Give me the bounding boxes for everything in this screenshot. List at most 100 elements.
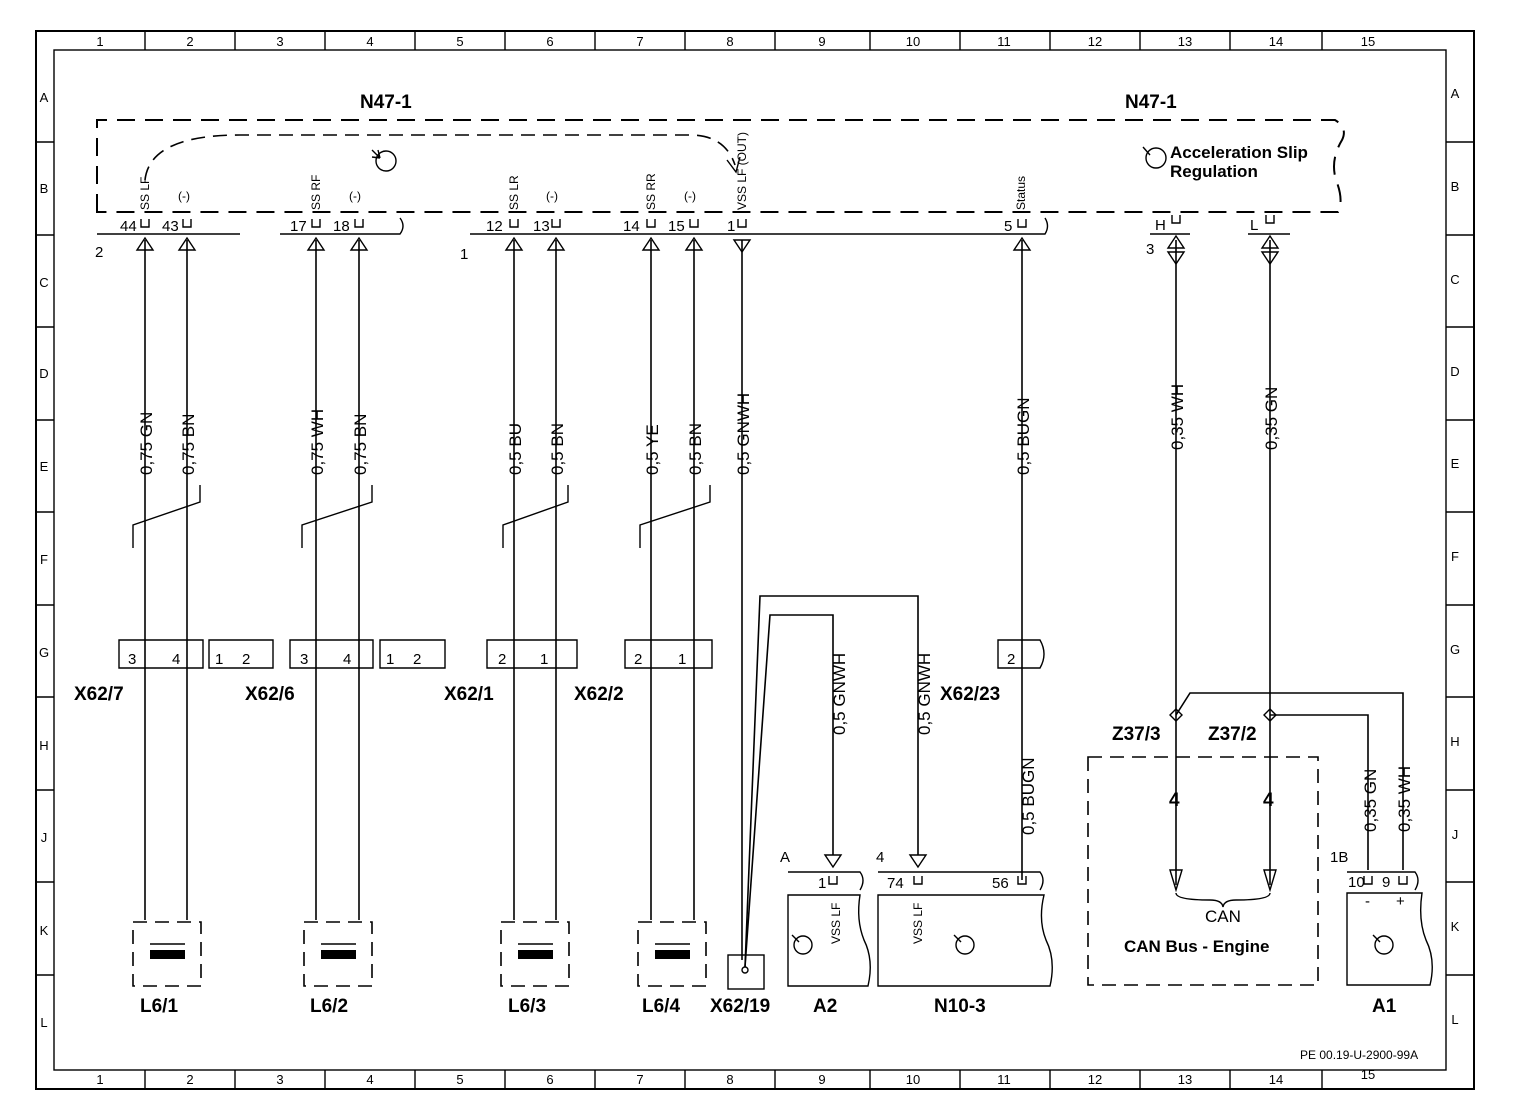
col-label: 7 xyxy=(636,1072,643,1087)
wheel-sensor-l6-3: L6/3 xyxy=(500,921,570,1017)
pin-signal: SS LF xyxy=(138,177,152,210)
x62-pin: 3 xyxy=(300,651,308,668)
wire-label: 0,5 BN xyxy=(686,423,705,475)
row-label: J xyxy=(1452,827,1459,842)
a1-pin-10: 10 xyxy=(1348,874,1365,891)
col-label: 5 xyxy=(456,1072,463,1087)
wire-label: 0,75 GN xyxy=(137,412,156,475)
pin-signal: SS RR xyxy=(644,173,658,210)
row-label: C xyxy=(39,275,48,290)
row-label: E xyxy=(1451,456,1460,471)
x62-pin: 3 xyxy=(128,651,136,668)
connector-pin-H: H xyxy=(1155,217,1166,234)
pin-number: 1 xyxy=(727,218,735,235)
row-label: K xyxy=(40,923,49,938)
column-labels-top: 1 2 3 4 5 6 7 8 9 10 11 12 13 14 15 xyxy=(96,34,1375,49)
col-label: 15 xyxy=(1361,34,1375,49)
wire-labels: 0,75 GN 0,75 BN 0,75 WH 0,75 BN 0,5 BU 0… xyxy=(137,384,1281,475)
col-label: 2 xyxy=(186,34,193,49)
a1-plus: + xyxy=(1396,893,1405,910)
x62-7-label: X62/7 xyxy=(74,684,124,705)
branch-wire-a2 xyxy=(744,614,834,968)
n47-pins: 44 SS LF 43 (-) 17 SS RF 18 (-) 12 SS LR… xyxy=(120,132,1028,235)
row-labels-left: A B C D E F G H J K L xyxy=(39,90,49,1030)
col-label: 8 xyxy=(726,1072,733,1087)
x62-connectors xyxy=(118,639,1045,669)
component-n10-3: 4 74 56 VSS LF N10-3 xyxy=(876,849,1053,1017)
col-label: 2 xyxy=(186,1072,193,1087)
internal-signal-arrowhead xyxy=(726,156,741,174)
can-pin-left: 4 xyxy=(1169,790,1180,811)
z37-2-label: Z37/2 xyxy=(1208,724,1257,745)
row-label: H xyxy=(39,738,48,753)
col-label: 7 xyxy=(636,34,643,49)
document-reference: PE 00.19-U-2900-99A xyxy=(1300,1048,1418,1062)
col-label: 12 xyxy=(1088,34,1102,49)
wire-label: 0,5 BN xyxy=(548,423,567,475)
x62-23-label: X62/23 xyxy=(940,684,1000,705)
pin-number: 14 xyxy=(623,218,640,235)
col-label: 1 xyxy=(96,34,103,49)
pin-signal: (-) xyxy=(546,189,558,203)
column-labels-bottom: 1 2 3 4 5 6 7 8 9 10 11 12 13 14 15 xyxy=(96,1067,1375,1087)
outer-frame xyxy=(35,30,1475,1090)
a1-connector: 1B xyxy=(1330,849,1348,866)
row-ticks xyxy=(36,141,1474,976)
wire-label: 0,35 GN xyxy=(1262,387,1281,450)
col-label: 9 xyxy=(818,1072,825,1087)
col-label: 13 xyxy=(1178,34,1192,49)
col-label: 6 xyxy=(546,1072,553,1087)
pin-number: 5 xyxy=(1004,218,1012,235)
wire-label: 0,5 BUGN xyxy=(1014,398,1033,475)
row-label: D xyxy=(39,366,48,381)
x62-pin: 2 xyxy=(1007,651,1015,668)
row-label: G xyxy=(1450,642,1460,657)
col-label: 3 xyxy=(276,34,283,49)
z37-3-label: Z37/3 xyxy=(1112,724,1161,745)
x62-pin: 2 xyxy=(242,651,250,668)
pin-signal: (-) xyxy=(178,189,190,203)
wheel-sensor-l6-1: L6/1 xyxy=(132,921,202,1017)
pin-number: 18 xyxy=(333,218,350,235)
pin-number: 44 xyxy=(120,218,137,235)
x62-2-label: X62/2 xyxy=(574,684,624,705)
n47-label-right: N47-1 xyxy=(1125,92,1177,113)
col-label: 10 xyxy=(906,1072,920,1087)
x62-pin: 2 xyxy=(498,651,506,668)
wheel-sensor-l6-4: L6/4 xyxy=(637,921,707,1017)
control-unit-icon xyxy=(371,149,397,172)
sensor-label: L6/4 xyxy=(642,996,680,1017)
col-label: 11 xyxy=(997,1072,1011,1087)
can-bus-box xyxy=(1087,756,1319,986)
row-label: J xyxy=(41,830,48,845)
x62-labels: X62/7 X62/6 X62/1 X62/2 X62/23 X62/19 xyxy=(74,684,1000,1017)
pin-number: 13 xyxy=(533,218,550,235)
connector-number-3: 3 xyxy=(1146,241,1154,258)
x62-pin: 4 xyxy=(343,651,351,668)
row-label: F xyxy=(1451,549,1459,564)
col-label: 4 xyxy=(366,34,373,49)
x62-pin: 2 xyxy=(413,651,421,668)
row-label: B xyxy=(1451,179,1460,194)
row-label: B xyxy=(40,181,49,196)
col-label: 1 xyxy=(96,1072,103,1087)
n10-label: N10-3 xyxy=(934,996,986,1017)
lower-wire-label: 0,5 BUGN xyxy=(1019,758,1038,835)
sensor-label: L6/1 xyxy=(140,996,178,1017)
x62-pin: 4 xyxy=(172,651,180,668)
asr-icon xyxy=(1142,146,1167,169)
row-label: G xyxy=(39,645,49,660)
can-brace xyxy=(1175,892,1271,908)
lower-wire-label: 0,5 GNWH xyxy=(830,653,849,735)
x62-pin: 1 xyxy=(215,651,223,668)
wire-label: 0,5 YE xyxy=(643,424,662,475)
pin-signal: (-) xyxy=(684,189,696,203)
main-wires xyxy=(144,240,1271,960)
pin-number: 17 xyxy=(290,218,307,235)
wheel-sensor-l6-2: L6/2 xyxy=(303,921,373,1017)
row-label: E xyxy=(40,459,49,474)
can-bus-engine-label: CAN Bus - Engine xyxy=(1124,937,1269,956)
pin-number: 12 xyxy=(486,218,503,235)
x62-pin: 1 xyxy=(386,651,394,668)
